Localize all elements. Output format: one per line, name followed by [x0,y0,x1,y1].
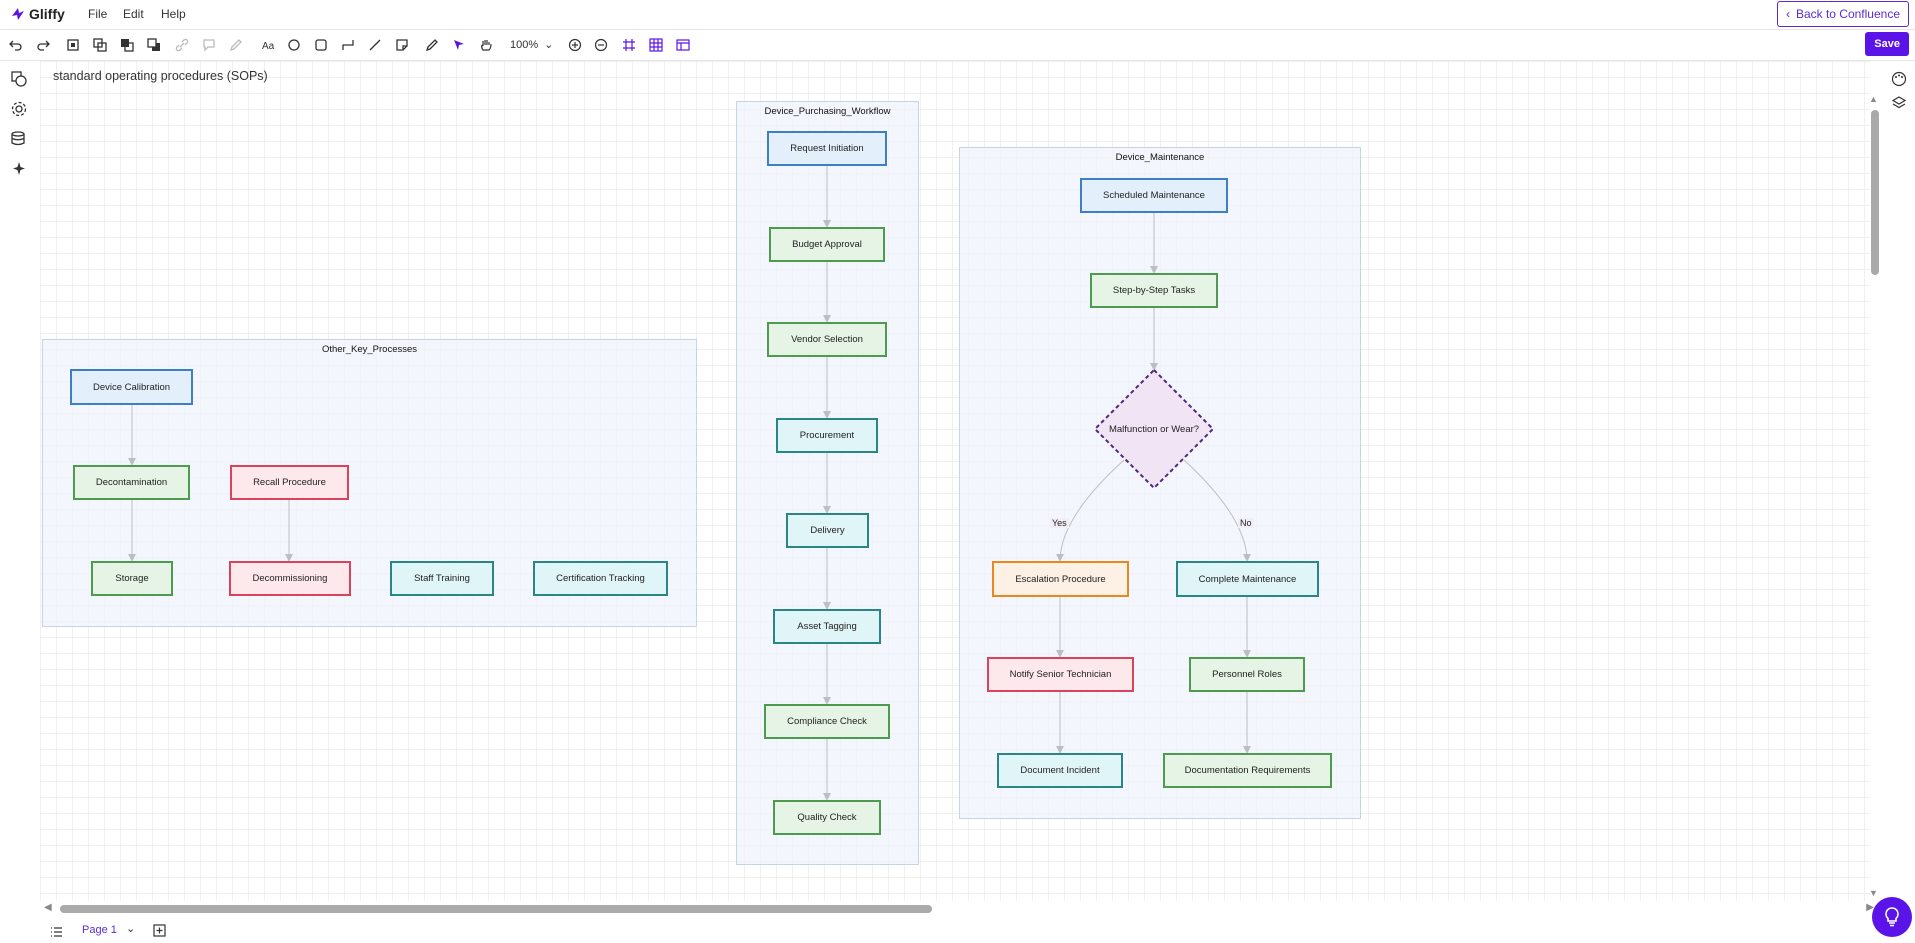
undo-icon[interactable] [8,37,24,53]
settings-gear-icon[interactable] [10,100,28,118]
snap-grid-icon[interactable] [621,37,637,53]
decision-label: Malfunction or Wear? [1108,423,1200,435]
page-chevron-down-icon[interactable]: ⌄ [126,923,136,935]
node-quality-check[interactable]: Quality Check [773,800,881,835]
gliffy-logo-icon [12,8,24,20]
node-decommissioning[interactable]: Decommissioning [229,561,351,596]
rectangle-tool-icon[interactable] [313,37,329,53]
zoom-in-icon[interactable] [567,37,583,53]
gliffy-logo[interactable]: Gliffy [10,6,65,22]
node-device-calibration[interactable]: Device Calibration [70,369,193,405]
ellipse-tool-icon[interactable] [286,37,302,53]
scroll-up-icon[interactable]: ▲ [1869,94,1878,104]
layers-icon[interactable] [1891,95,1907,116]
scroll-right-icon[interactable]: ▶ [1866,902,1874,913]
connector-tool-icon[interactable] [340,37,356,53]
node-procurement[interactable]: Procurement [776,418,878,453]
horizontal-scroll-thumb[interactable] [60,905,932,913]
node-personnel-roles[interactable]: Personnel Roles [1189,657,1305,692]
app-name: Gliffy [29,6,65,22]
scroll-left-icon[interactable]: ◀ [44,902,52,913]
right-sidebar [1885,61,1915,911]
hand-tool-icon[interactable] [478,37,494,53]
edit-disabled-icon[interactable] [228,37,244,53]
menu-edit[interactable]: Edit [123,7,144,21]
bottom-bar: Page 1 ⌄ [0,922,1915,940]
chevron-down-icon: ⌄ [544,39,554,51]
node-asset-tagging[interactable]: Asset Tagging [773,609,881,644]
node-staff-training[interactable]: Staff Training [390,561,494,596]
node-escalation-procedure[interactable]: Escalation Procedure [992,561,1129,597]
node-step-by-step-tasks[interactable]: Step-by-Step Tasks [1090,273,1218,308]
edge-label-yes: Yes [1050,518,1069,528]
chevron-left-icon: ‹ [1785,7,1790,21]
help-lightbulb-button[interactable] [1872,897,1912,937]
edge-label-no: No [1238,518,1254,528]
pointer-tool-icon[interactable] [451,37,467,53]
vertical-scroll-thumb[interactable] [1871,110,1879,275]
line-tool-icon[interactable] [367,37,383,53]
group-label: Device_Maintenance [1115,152,1205,163]
menu-file[interactable]: File [88,7,108,21]
palette-icon[interactable] [1891,71,1907,92]
lightbulb-icon [1885,907,1899,927]
comment-icon[interactable] [201,37,217,53]
node-recall-procedure[interactable]: Recall Procedure [230,465,349,500]
toolbar: Aa 100% ⌄ Save [0,30,1915,61]
node-request-initiation[interactable]: Request Initiation [767,131,887,166]
fit-selection-icon[interactable] [65,37,81,53]
zoom-out-icon[interactable] [593,37,609,53]
page-list-icon[interactable] [50,925,63,943]
node-decontamination[interactable]: Decontamination [73,465,190,500]
send-back-icon[interactable] [146,37,162,53]
scroll-down-icon[interactable]: ▼ [1869,888,1878,898]
page-settings-icon[interactable] [675,37,691,53]
node-vendor-selection[interactable]: Vendor Selection [767,322,887,357]
menu-bar: Gliffy File Edit Help ‹ Back to Confluen… [0,0,1915,30]
left-sidebar [0,61,38,911]
data-icon[interactable] [10,130,28,148]
group-device-purchasing-workflow[interactable]: Device_Purchasing_Workflow [736,101,919,865]
decision-diamond-shape [1093,368,1215,490]
node-malfunction-or-wear[interactable]: Malfunction or Wear? [1093,368,1215,490]
horizontal-scrollbar[interactable]: ◀ ▶ [44,902,1874,916]
text-tool-icon[interactable]: Aa [260,37,276,53]
sticky-note-icon[interactable] [394,37,410,53]
node-document-incident[interactable]: Document Incident [997,753,1123,788]
group-device-maintenance[interactable]: Device_Maintenance [959,147,1361,819]
group-label: Other_Key_Processes [321,344,418,355]
document-title[interactable]: standard operating procedures (SOPs) [53,69,268,83]
node-scheduled-maintenance[interactable]: Scheduled Maintenance [1080,178,1228,213]
node-complete-maintenance[interactable]: Complete Maintenance [1176,561,1319,597]
node-delivery[interactable]: Delivery [786,513,869,548]
save-button[interactable]: Save [1865,32,1909,56]
group-label: Device_Purchasing_Workflow [764,106,891,117]
node-certification-tracking[interactable]: Certification Tracking [533,561,668,596]
back-to-confluence-button[interactable]: ‹ Back to Confluence [1776,1,1909,27]
show-grid-icon[interactable] [648,37,664,53]
svg-text:Aa: Aa [262,41,275,52]
node-storage[interactable]: Storage [91,561,173,596]
menu-help[interactable]: Help [161,7,186,21]
ai-sparkle-icon[interactable] [10,160,28,178]
redo-icon[interactable] [35,37,51,53]
page-tab[interactable]: Page 1 [82,924,117,936]
node-budget-approval[interactable]: Budget Approval [769,227,885,262]
zoom-value: 100% [510,38,539,51]
shapes-icon[interactable] [10,70,28,88]
link-icon[interactable] [174,37,190,53]
bring-front-icon[interactable] [119,37,135,53]
zoom-dropdown[interactable]: 100% ⌄ [510,38,554,52]
node-documentation-requirements[interactable]: Documentation Requirements [1163,753,1332,788]
group-icon[interactable] [92,37,108,53]
node-notify-senior-technician[interactable]: Notify Senior Technician [987,657,1134,692]
pencil-tool-icon[interactable] [424,37,440,53]
node-compliance-check[interactable]: Compliance Check [764,704,890,739]
add-page-icon[interactable] [153,924,166,942]
back-to-confluence-label: Back to Confluence [1795,7,1900,21]
